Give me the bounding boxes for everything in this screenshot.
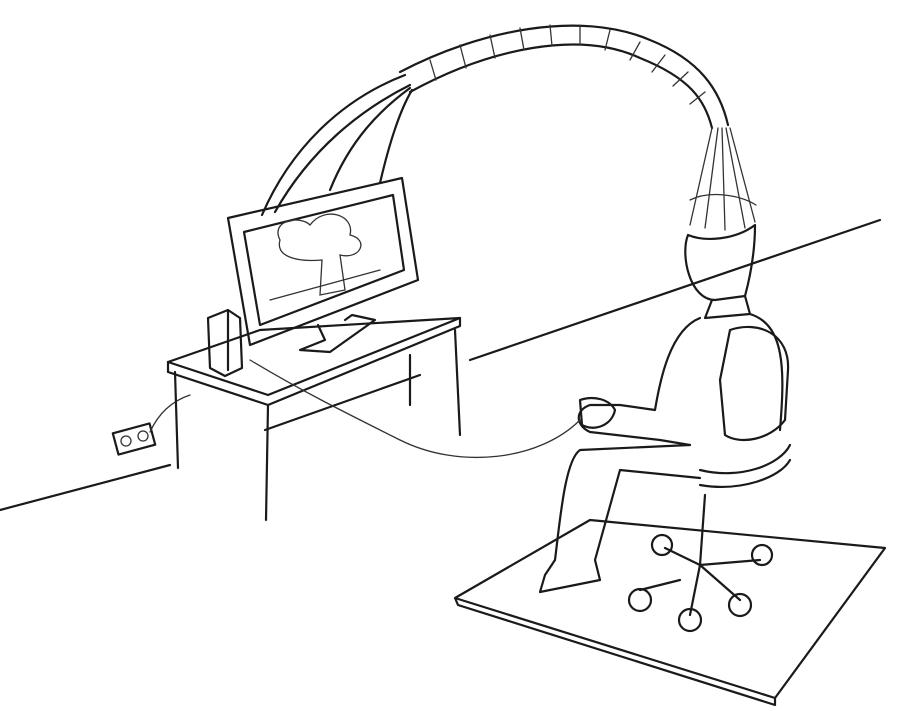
cable-bundle bbox=[260, 73, 414, 217]
segmented-tube bbox=[398, 24, 730, 130]
speaker bbox=[206, 308, 244, 378]
desk bbox=[166, 316, 462, 522]
office-chair bbox=[627, 325, 792, 633]
explosion-on-screen bbox=[269, 213, 381, 301]
controller-cable bbox=[249, 359, 581, 459]
wall-floor-line bbox=[0, 218, 882, 512]
floor-mat bbox=[453, 518, 887, 707]
monitor bbox=[226, 176, 420, 354]
electrode-net bbox=[689, 127, 757, 231]
seated-person bbox=[538, 223, 784, 594]
wall-outlet bbox=[111, 422, 157, 456]
power-cable bbox=[149, 394, 191, 433]
